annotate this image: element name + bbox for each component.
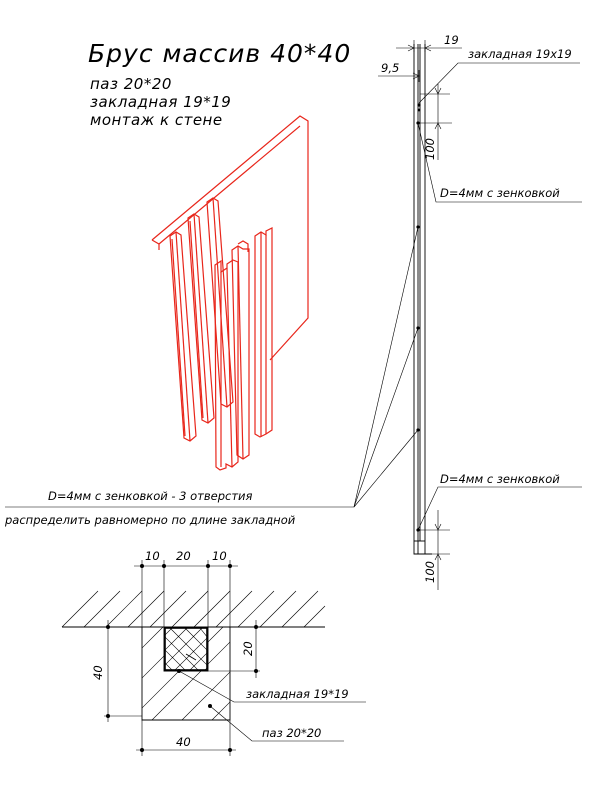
label-hole-bottom: D=4мм с зенковкой xyxy=(440,472,560,486)
dim-100-bottom: 100 xyxy=(423,561,437,583)
dim-sec-40-height: 40 xyxy=(91,665,105,680)
slat-1 xyxy=(169,231,197,442)
section-right-dim: 20 xyxy=(208,620,260,678)
label-section-embed: закладная 19*19 xyxy=(246,687,349,701)
dim-sec-10-right: 10 xyxy=(212,549,227,563)
wall-panel xyxy=(151,115,309,361)
wood-hatch xyxy=(142,627,230,720)
holes-note: D=4мм с зенковкой - 3 отверстия распреде… xyxy=(4,226,419,527)
side-elevation: 19 9,5 закладная 19x19 100 D=4мм с зенко… xyxy=(378,33,582,590)
slat-front-b xyxy=(231,240,250,460)
wall-hatch xyxy=(61,590,326,628)
note-holes-line2: распределить равномерно по длине закладн… xyxy=(4,513,296,527)
cross-section: 10 20 10 40 20 40 закладная 19*19 xyxy=(61,549,366,756)
slat-2 xyxy=(187,213,215,424)
dim-sec-40-width: 40 xyxy=(176,735,191,749)
dim-sec-20: 20 xyxy=(176,549,191,563)
section-left-dim: 40 xyxy=(91,620,142,722)
label-embed-top: закладная 19x19 xyxy=(468,47,572,61)
spec-mounting: монтаж к стене xyxy=(90,111,223,129)
screw-hole-1 xyxy=(417,103,421,112)
embed-crosshatch xyxy=(164,627,208,671)
label-section-groove: паз 20*20 xyxy=(262,726,321,740)
section-top-dims: 10 20 10 xyxy=(134,549,238,627)
slat-front-a xyxy=(214,259,239,471)
dim-19: 19 xyxy=(444,33,459,47)
dim-sec-20-height: 20 xyxy=(241,641,255,656)
dim-100-top: 100 xyxy=(423,138,437,160)
slat-front-c xyxy=(254,227,273,438)
isometric-model xyxy=(151,115,309,471)
title-block: Брус массив 40*40 паз 20*20 закладная 19… xyxy=(88,39,351,129)
dim-9-5: 9,5 xyxy=(381,61,399,75)
label-hole-top: D=4мм с зенковкой xyxy=(440,186,560,200)
spec-groove: паз 20*20 xyxy=(90,75,172,93)
section-bottom-dim: 40 xyxy=(136,720,236,756)
dim-sec-10-left: 10 xyxy=(145,549,160,563)
drawing-title: Брус массив 40*40 xyxy=(88,39,351,68)
spec-embed: закладная 19*19 xyxy=(90,93,231,111)
note-holes-line1: D=4мм с зенковкой - 3 отверстия xyxy=(48,489,253,503)
